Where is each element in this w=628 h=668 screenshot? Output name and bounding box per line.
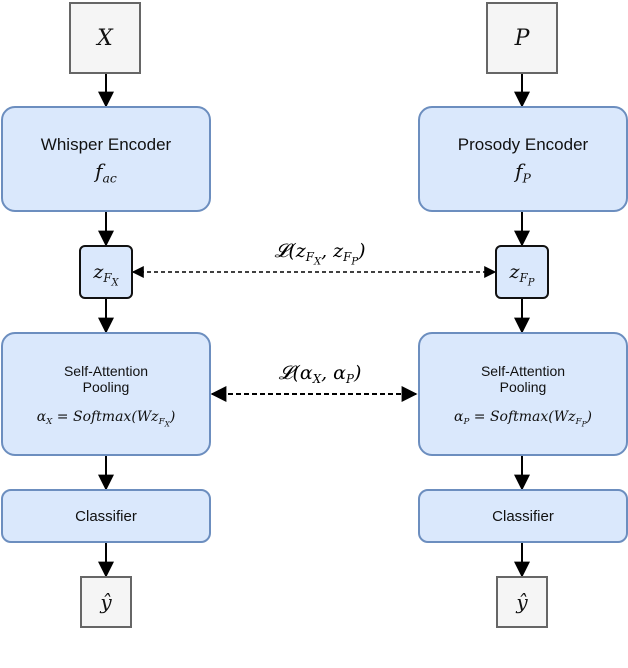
left-classifier-label: Classifier [75,507,137,525]
whisper-encoder-block: Whisper Encoder fac [1,106,211,212]
left-attention-pooling-block: Self-Attention Pooling αX = Softmax(WzFX… [1,332,211,456]
right-pooling-formula: αP = Softmax(WzFP) [454,409,592,429]
right-pooling-title-line2: Pooling [499,379,547,395]
whisper-encoder-function: fac [95,159,117,186]
output-yhat-left-node: ŷ [80,576,132,628]
prosody-encoder-function: fP [515,159,531,186]
feature-zfx-node: zFX [79,245,133,299]
left-pooling-title-line2: Pooling [82,379,130,395]
left-pooling-title-line1: Self-Attention [63,363,149,379]
left-classifier-block: Classifier [1,489,211,543]
whisper-encoder-title: Whisper Encoder [40,135,172,154]
right-attention-pooling-block: Self-Attention Pooling αP = Softmax(WzFP… [418,332,628,456]
attention-loss-label: 𝓛(αX, αP) [254,362,386,385]
input-p-node: P [486,2,558,74]
prosody-encoder-title: Prosody Encoder [457,135,589,154]
input-x-label: X [97,25,113,51]
prosody-encoder-block: Prosody Encoder fP [418,106,628,212]
output-yhat-right-label: ŷ [516,590,528,614]
feature-zfp-label: zFP [509,260,535,289]
feature-loss-label: 𝓛(zFX, zFP) [244,240,396,267]
feature-zfp-node: zFP [495,245,549,299]
input-p-label: P [514,25,530,51]
right-classifier-block: Classifier [418,489,628,543]
feature-zfx-label: zFX [93,260,119,289]
right-pooling-title-line1: Self-Attention [480,363,566,379]
output-yhat-right-node: ŷ [496,576,548,628]
left-pooling-formula: αX = Softmax(WzFX) [36,409,176,429]
output-yhat-left-label: ŷ [100,590,112,614]
input-x-node: X [69,2,141,74]
right-classifier-label: Classifier [492,507,554,525]
